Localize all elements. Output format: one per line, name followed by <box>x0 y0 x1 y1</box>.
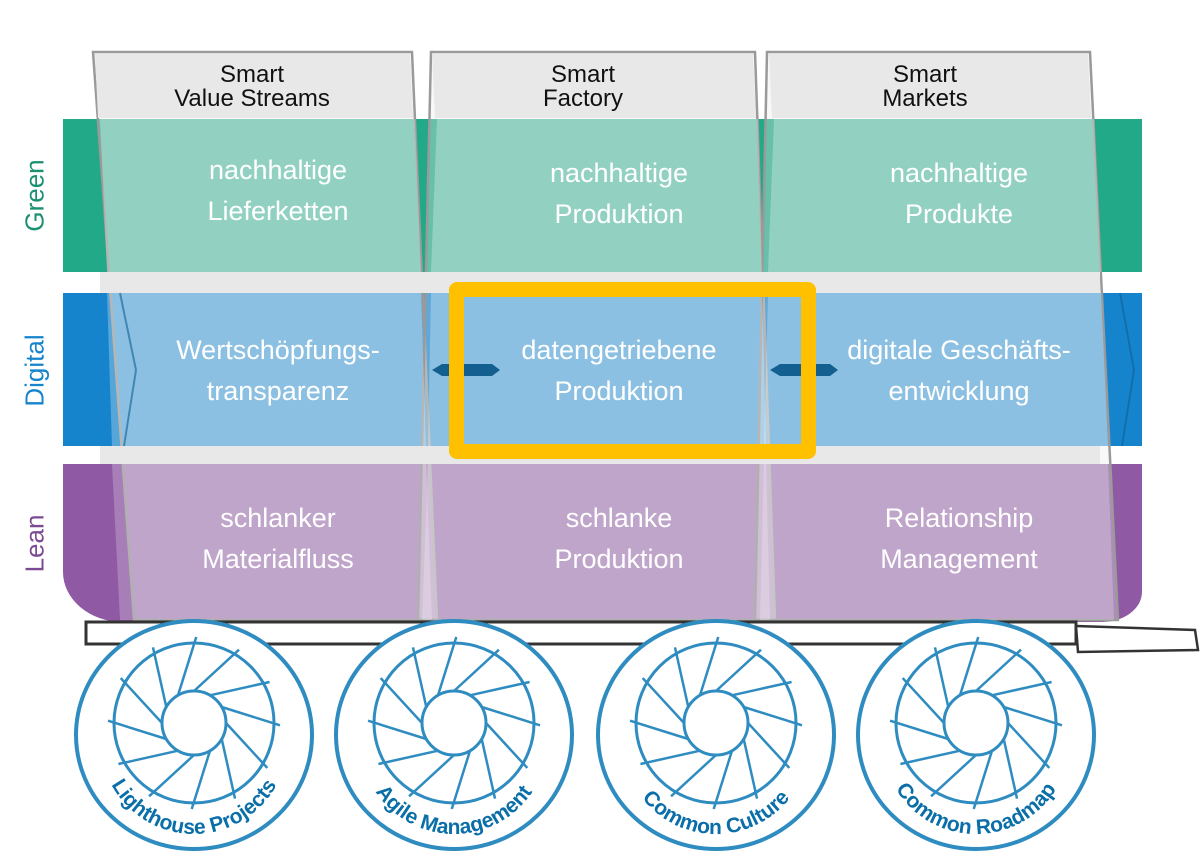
wheel-spoke <box>119 677 163 724</box>
wheel-spoke <box>670 754 717 798</box>
wheel-spoke <box>747 722 791 769</box>
column-title-line: Smart <box>892 61 957 88</box>
cell-line: Management <box>880 544 1038 574</box>
wheel-spoke <box>930 754 977 798</box>
wheel-spoke <box>190 750 212 810</box>
cell-lean-smart-factory: schlanke Produktion <box>469 498 769 580</box>
cell-line: transparenz <box>206 376 350 406</box>
wheel-spoke <box>209 680 270 697</box>
column-title-line: Markets <box>882 85 968 112</box>
wheel-spoke <box>712 750 734 810</box>
wheel-spoke <box>193 648 240 692</box>
wheel-spoke <box>1007 722 1051 769</box>
cell-lean-value-streams: schlanker Materialfluss <box>128 498 428 580</box>
cell-line: datengetriebene <box>521 335 717 365</box>
wheel-spoke <box>889 719 949 741</box>
column-title-line: Smart <box>219 61 284 88</box>
wheel-spoke <box>367 719 427 741</box>
cell-green-smart-factory: nachhaltige Produktion <box>469 153 769 235</box>
wheel-spoke <box>225 722 269 769</box>
wheel-spoke <box>485 722 529 769</box>
wheel-spoke <box>411 647 428 708</box>
cell-line: Wertschöpfungs- <box>176 335 380 365</box>
cell-green-smart-markets: nachhaltige Produkte <box>809 153 1109 235</box>
wheel-spoke <box>220 738 237 799</box>
wheel-spoke <box>480 738 497 799</box>
wheel-spoke <box>743 705 803 727</box>
cell-line: Relationship <box>884 503 1034 533</box>
wheel-spoke <box>176 636 198 696</box>
wheel-spoke <box>1002 738 1019 799</box>
column-title-line: Factory <box>542 85 623 112</box>
band-green <box>63 119 1142 272</box>
wheel-hub <box>160 689 228 757</box>
wheel-spoke <box>379 677 423 724</box>
cell-digital-smart-factory: datengetriebene Produktion <box>469 330 769 412</box>
wheel-spoke <box>221 705 281 727</box>
wheel-spoke <box>450 750 472 810</box>
wheel-4: Common Roadmap <box>856 619 1096 851</box>
wheel-spoke <box>640 749 701 766</box>
wheel-spoke <box>107 719 167 741</box>
band-lean <box>63 464 1142 622</box>
wheel-hub <box>420 689 488 757</box>
cell-line: Produktion <box>554 544 684 574</box>
column-title-line: Value Streams <box>174 85 330 112</box>
wheel-spoke <box>715 648 762 692</box>
wheel-spoke <box>972 750 994 810</box>
cell-line: schlanker <box>220 503 336 533</box>
cell-digital-smart-markets: digitale Geschäfts- entwicklung <box>809 330 1109 412</box>
cell-line: Produktion <box>554 199 684 229</box>
wheel-spoke <box>1003 705 1063 727</box>
cell-line: Materialfluss <box>202 544 354 574</box>
wheel-3: Common Culture <box>596 619 836 851</box>
cell-line: Lieferketten <box>207 196 349 226</box>
column-title-smart-markets: Smart Markets <box>795 63 1055 111</box>
wheel-spoke <box>991 680 1052 697</box>
wheel-spoke <box>469 680 530 697</box>
column-title-value-streams: Smart Value Streams <box>122 63 382 111</box>
cell-digital-value-streams: Wertschöpfungs- transparenz <box>128 330 428 412</box>
wheel-hub <box>942 689 1010 757</box>
band-digital <box>63 293 1142 446</box>
wheel-hub <box>682 689 750 757</box>
wheel-spoke <box>698 636 720 696</box>
wheel-spoke <box>975 648 1022 692</box>
column-smart-markets <box>753 50 1120 622</box>
cell-line: schlanke <box>565 503 673 533</box>
wheel-spoke <box>408 754 455 798</box>
wheel-spoke <box>673 647 690 708</box>
cell-line: digitale Geschäfts- <box>847 335 1071 365</box>
wheel-spoke <box>933 647 950 708</box>
cell-green-value-streams: nachhaltige Lieferketten <box>128 150 428 232</box>
wheel-spoke <box>148 754 195 798</box>
cell-line: nachhaltige <box>549 158 689 188</box>
wheel-spoke <box>641 677 685 724</box>
column-title-line: Smart <box>550 61 615 88</box>
wheel-spoke <box>481 705 541 727</box>
cell-line: nachhaltige <box>208 155 348 185</box>
wheel-spoke <box>958 636 980 696</box>
wheel-spoke <box>378 749 439 766</box>
wheel-2: Agile Management <box>334 619 574 851</box>
wheel-spoke <box>629 719 689 741</box>
wheel-1: Lighthouse Projects <box>74 619 314 851</box>
cell-lean-smart-markets: Relationship Management <box>809 498 1109 580</box>
cell-line: nachhaltige <box>889 158 1029 188</box>
wheel-spoke <box>151 647 168 708</box>
wheel-spoke <box>118 749 179 766</box>
column-title-smart-factory: Smart Factory <box>453 63 713 111</box>
wheel-spoke <box>742 738 759 799</box>
wheel-spoke <box>453 648 500 692</box>
wagon-frame <box>84 620 1200 654</box>
wheel-spoke <box>731 680 792 697</box>
highlight-box <box>449 282 816 459</box>
wheel-spoke <box>900 749 961 766</box>
cell-line: Produkte <box>904 199 1014 229</box>
cell-line: Produktion <box>554 376 684 406</box>
wheel-spoke <box>901 677 945 724</box>
cell-line: entwicklung <box>888 376 1030 406</box>
wheel-spoke <box>436 636 458 696</box>
